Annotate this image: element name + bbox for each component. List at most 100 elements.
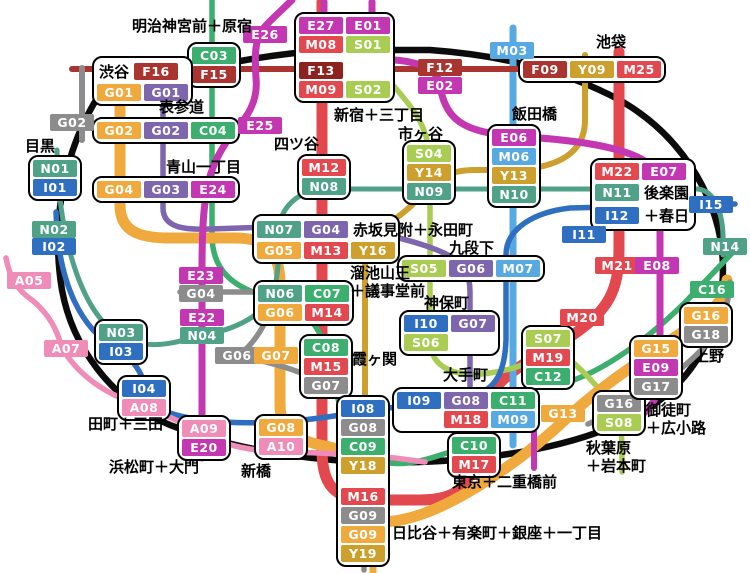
station-box-row: I08 xyxy=(341,400,385,417)
line-code-e24: E24 xyxy=(191,181,235,198)
station-box-row: N09 xyxy=(407,183,451,200)
line-code-a10: A10 xyxy=(259,438,303,455)
line-code-m15: M15 xyxy=(304,358,348,375)
line-code-m16: M16 xyxy=(341,488,385,505)
line-code-f09: F09 xyxy=(523,61,567,78)
station-box-row: G09 xyxy=(341,507,385,524)
station-box-row: I12＋春日 xyxy=(595,205,691,226)
station-box-row: M15 xyxy=(304,358,348,375)
station-box-row: N01 xyxy=(33,160,77,177)
station-box-row: N10 xyxy=(492,186,536,203)
station-label-otemachi: 大手町 xyxy=(443,366,489,384)
line-code-g04: G04 xyxy=(179,285,223,302)
station-label-tamachi-mita: 田町＋三田 xyxy=(88,415,164,433)
line-code-i08: I08 xyxy=(341,400,385,417)
line-code-e08: E08 xyxy=(635,257,679,274)
station-box-row: S04 xyxy=(407,145,451,162)
line-code-e23: E23 xyxy=(179,267,223,284)
line-code-g07: G07 xyxy=(451,315,495,332)
line-code-a05: A05 xyxy=(7,272,51,289)
line-code-f12: F12 xyxy=(418,59,462,76)
station-label-ueno: 上野 xyxy=(694,347,725,365)
line-code-g01: G01 xyxy=(97,84,141,101)
line-code-c09: C09 xyxy=(341,438,385,455)
line-code-g03: G03 xyxy=(144,181,188,198)
line-code-s04: S04 xyxy=(407,145,451,162)
line-code-g16: G16 xyxy=(597,395,641,412)
station-label-aoyama-itchome: 青山一丁目 xyxy=(166,158,242,176)
station-box-row: M06 xyxy=(492,148,536,165)
line-code-a09: A09 xyxy=(182,420,226,437)
station-label-tameike-sanno-1: 溜池山王 xyxy=(350,264,411,282)
line-code-g02: G02 xyxy=(50,114,94,131)
station-box-row: M19 xyxy=(526,349,570,366)
line-code-g06: G06 xyxy=(449,260,493,277)
line-code-g01: G01 xyxy=(144,84,188,101)
line-code-c07: C07 xyxy=(305,285,349,302)
station-box-row: C10 xyxy=(452,437,496,454)
line-code-m19: M19 xyxy=(526,349,570,366)
station-box-row: G09 xyxy=(341,526,385,543)
line-code-s01: S01 xyxy=(346,36,390,53)
station-box-row: A10 xyxy=(259,438,303,455)
station-name-label: 後楽園 xyxy=(644,184,690,202)
line-code-f13: F13 xyxy=(299,62,343,79)
line-code-g15: G15 xyxy=(634,340,678,357)
line-code-s07: S07 xyxy=(526,330,570,347)
station-name-label: ＋春日 xyxy=(644,207,690,225)
chip-spacer xyxy=(346,62,390,79)
station-box-row: G16 xyxy=(597,395,641,412)
station-label-meiji-jingumae-harajuku: 明治神宮前＋原宿 xyxy=(132,17,253,35)
line-code-g04: G04 xyxy=(97,181,141,198)
line-code-g07: G07 xyxy=(254,347,298,364)
line-code-c08: C08 xyxy=(304,339,348,356)
station-box-row: Y19 xyxy=(341,545,385,562)
station-box-row: C09 xyxy=(341,438,385,455)
line-code-s02: S02 xyxy=(346,81,390,98)
station-box-row: G16 xyxy=(684,307,728,324)
station-box-row: G15 xyxy=(634,340,678,357)
line-code-c04: C04 xyxy=(191,122,235,139)
line-code-n03: N03 xyxy=(99,324,143,341)
line-code-n06: N06 xyxy=(258,285,302,302)
line-code-e22: E22 xyxy=(180,309,224,326)
station-label-okachimachi-1: 御徒町 xyxy=(646,401,692,419)
line-code-m03: M03 xyxy=(490,42,534,59)
station-box-row: C03 xyxy=(192,47,236,64)
line-code-n14: N14 xyxy=(703,238,747,255)
line-code-e25: E25 xyxy=(238,117,282,134)
line-code-m18: M18 xyxy=(444,411,488,428)
station-box-row: E09 xyxy=(634,359,678,376)
line-code-c16: C16 xyxy=(690,281,734,298)
line-code-c11: C11 xyxy=(491,392,535,409)
line-code-n01: N01 xyxy=(33,160,77,177)
line-code-g02: G02 xyxy=(97,122,141,139)
station-box-row: E06 xyxy=(492,129,536,146)
station-box-row: C12 xyxy=(526,368,570,385)
station-label-kasumigaseki: 霞ヶ関 xyxy=(352,350,398,368)
line-code-f15: F15 xyxy=(192,66,236,83)
station-box-row: G17 xyxy=(634,378,678,395)
station-box-row: F13 xyxy=(299,62,390,79)
line-code-g02: G02 xyxy=(144,122,188,139)
station-label-kudanshita: 九段下 xyxy=(449,239,495,257)
line-code-m12: M12 xyxy=(302,159,346,176)
line-code-m21: M21 xyxy=(595,257,639,274)
